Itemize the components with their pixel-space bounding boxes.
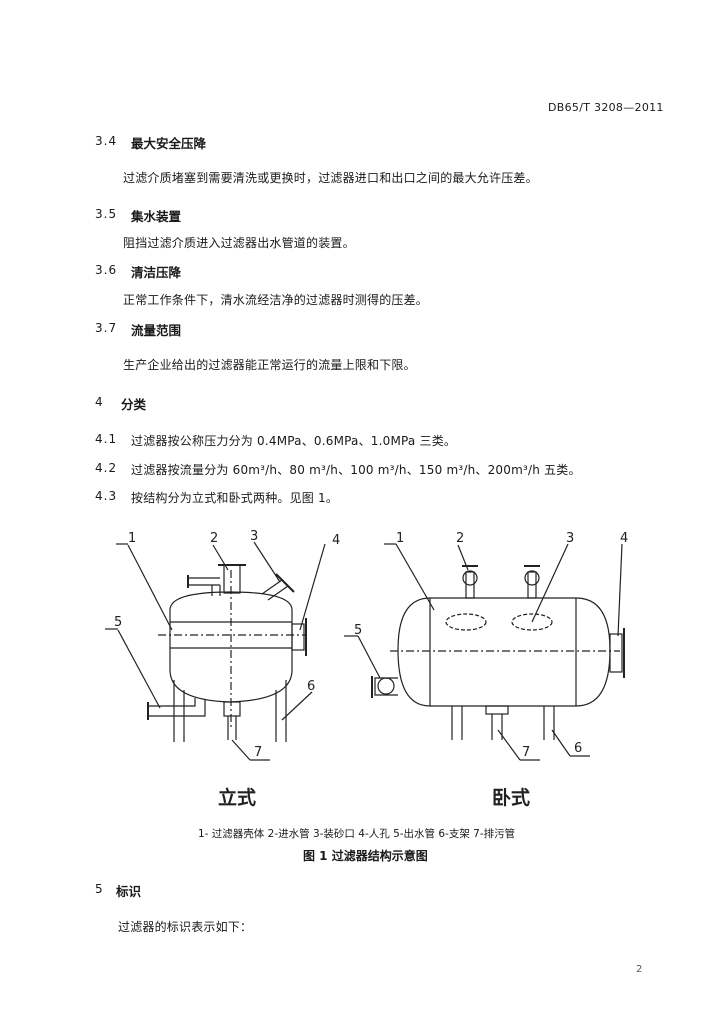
section-title: 流量范围 [131, 323, 182, 338]
diagram-number: 7 [254, 745, 262, 760]
vertical-manhole [291, 623, 305, 651]
horizontal-type-label: 卧式 [492, 786, 530, 809]
diagram-number: 5 [114, 615, 122, 630]
section-text: 过滤介质堵塞到需要清洗或更换时，过滤器进口和出口之间的最大允许压差。 [123, 171, 538, 185]
vertical-drain-pipe [223, 701, 241, 717]
filter-structure-diagram: 1 2 3 4 5 6 7 1 2 3 4 5 6 7 立式 卧式 [105, 530, 628, 809]
figure-legend: 1- 过滤器壳体 2-进水管 3-装砂口 4-人孔 5-出水管 6-支架 7-排… [198, 828, 516, 840]
item-text: 过滤器按流量分为 60m³/h、80 m³/h、100 m³/h、150 m³/… [131, 463, 581, 477]
diagram-number: 7 [522, 745, 530, 760]
section-number: 3.5 [95, 207, 118, 221]
section-number: 3.7 [95, 321, 118, 335]
item-number: 4.3 [95, 489, 118, 503]
item-number: 4.1 [95, 432, 118, 446]
section-title: 集水装置 [131, 209, 182, 224]
vertical-shell [169, 591, 293, 703]
diagram-number: 5 [354, 623, 362, 638]
vertical-inlet-pipe [223, 564, 241, 594]
section-number: 4 [95, 395, 104, 409]
section-title: 标识 [116, 884, 142, 899]
diagram-number: 6 [574, 741, 582, 756]
section-number: 5 [95, 882, 104, 896]
section-text: 阻挡过滤介质进入过滤器出水管道的装置。 [123, 236, 355, 250]
section-text: 过滤器的标识表示如下： [118, 920, 253, 934]
item-text: 按结构分为立式和卧式两种。见图 1。 [131, 491, 339, 505]
vertical-type-label: 立式 [218, 786, 256, 809]
section-title: 分类 [121, 397, 147, 412]
document-number: DB65/T 3208—2011 [548, 101, 664, 114]
diagram-number: 2 [210, 531, 218, 546]
figure-title: 图 1 过滤器结构示意图 [303, 849, 428, 863]
diagram-number: 1 [128, 531, 136, 546]
diagram-number: 6 [307, 679, 315, 694]
section-text: 正常工作条件下，清水流经洁净的过滤器时测得的压差。 [123, 293, 429, 307]
diagram-number: 1 [396, 531, 404, 546]
page-number: 2 [636, 964, 643, 975]
section-number: 3.4 [95, 134, 118, 148]
item-text: 过滤器按公称压力分为 0.4MPa、0.6MPa、1.0MPa 三类。 [131, 434, 457, 448]
item-number: 4.2 [95, 461, 118, 475]
diagram-number: 3 [566, 531, 574, 546]
section-number: 3.6 [95, 263, 118, 277]
diagram-number: 4 [620, 531, 628, 546]
section-title: 最大安全压降 [131, 136, 207, 151]
section-title: 清洁压降 [131, 265, 182, 280]
diagram-number: 2 [456, 531, 464, 546]
diagram-number: 4 [332, 533, 340, 548]
section-text: 生产企业给出的过滤器能正常运行的流量上限和下限。 [123, 358, 416, 372]
diagram-number: 3 [250, 530, 258, 544]
